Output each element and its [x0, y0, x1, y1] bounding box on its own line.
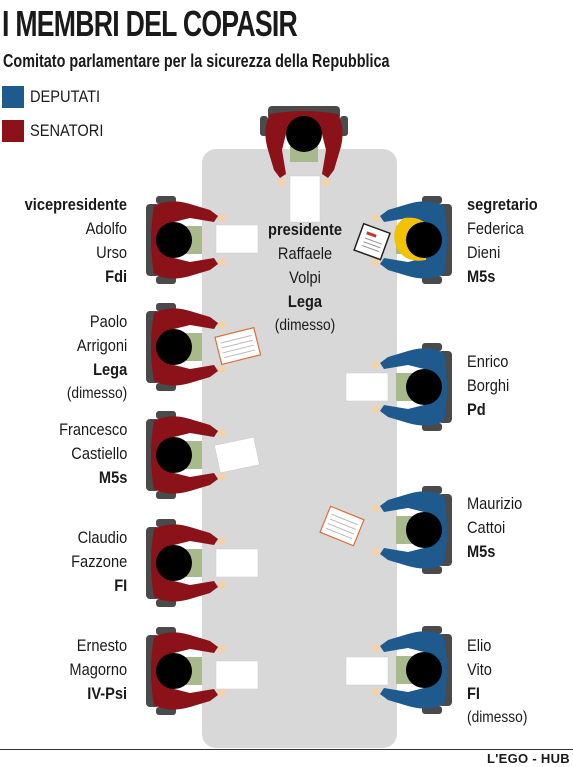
legend-label-deputati: DEPUTATI [30, 87, 101, 106]
role-vicepresidente: vicepresidente [24, 195, 127, 214]
paper-fazzone [215, 548, 259, 578]
last-name-fazzone: Fazzone [70, 552, 127, 571]
paper-magorno [215, 660, 259, 690]
last-name-castiello: Castiello [70, 444, 127, 463]
legend-senatori: SENATORI [2, 119, 115, 143]
note-arrigoni: (dimesso) [66, 385, 127, 402]
party-castiello: M5s [98, 468, 127, 487]
label-borghi: Enrico Borghi Pd [467, 350, 516, 422]
last-name-arrigoni: Arrigoni [76, 336, 127, 355]
first-name-urso: Adolfo [85, 219, 127, 238]
note-volpi: (dimesso) [274, 317, 336, 334]
legend-label-senatori: SENATORI [30, 121, 104, 140]
figure-segretario [372, 196, 452, 284]
notepad-cattoi [319, 505, 365, 547]
figure-castiello [146, 411, 226, 499]
paper-presidente [289, 175, 321, 223]
last-name-volpi: Volpi [289, 268, 321, 287]
last-name-dieni: Dieni [467, 243, 501, 262]
first-name-castiello: Francesco [58, 420, 127, 439]
party-magorno: IV-Psi [87, 684, 127, 703]
label-vito: Elio Vito FI (dimesso) [467, 634, 537, 730]
figure-cattoi [372, 486, 452, 574]
last-name-urso: Urso [96, 243, 127, 262]
figure-magorno [146, 627, 226, 715]
party-volpi: Lega [287, 292, 323, 311]
paper-urso [215, 224, 259, 254]
party-dieni: M5s [467, 267, 496, 286]
figure-presidente [260, 106, 348, 186]
first-name-fazzone: Claudio [77, 528, 127, 547]
first-name-arrigoni: Paolo [89, 312, 127, 331]
last-name-borghi: Borghi [467, 376, 510, 395]
role-presidente: presidente [268, 220, 342, 239]
paper-borghi [345, 372, 389, 402]
notepad-arrigoni [214, 326, 262, 366]
paper-vito [345, 656, 389, 686]
legend-swatch-senatori [2, 120, 24, 142]
paper-castiello [214, 436, 260, 474]
party-borghi: Pd [467, 400, 486, 419]
last-name-magorno: Magorno [69, 660, 127, 679]
first-name-cattoi: Maurizio [467, 494, 523, 513]
page-subtitle: Comitato parlamentare per la sicurezza d… [3, 51, 390, 71]
figure-fazzone [146, 519, 226, 607]
first-name-magorno: Ernesto [76, 636, 127, 655]
credit-label: L'EGO - HUB [487, 751, 570, 766]
note-vito: (dimesso) [467, 709, 528, 726]
footer-divider [0, 749, 573, 750]
first-name-dieni: Federica [467, 219, 524, 238]
party-vito: FI [467, 684, 480, 703]
legend-swatch-deputati [2, 86, 24, 108]
label-arrigoni: Paolo Arrigoni Lega (dimesso) [57, 310, 127, 406]
page-title: I MEMBRI DEL COPASIR [2, 3, 298, 44]
role-segretario: segretario [467, 195, 538, 214]
party-cattoi: M5s [467, 542, 496, 561]
figure-borghi [372, 343, 452, 431]
label-magorno: Ernesto Magorno IV-Psi [60, 634, 127, 706]
label-segretario: segretario Federica Dieni M5s [467, 193, 549, 289]
figure-vito [372, 626, 452, 714]
last-name-cattoi: Cattoi [467, 518, 506, 537]
legend-deputati: DEPUTATI [2, 85, 112, 109]
party-urso: Fdi [105, 267, 127, 286]
label-vicepresidente: vicepresidente Adolfo Urso Fdi [8, 193, 127, 289]
first-name-vito: Elio [467, 636, 492, 655]
figure-arrigoni [146, 303, 226, 391]
figure-vicepresidente [146, 196, 226, 284]
label-fazzone: Claudio Fazzone FI [62, 526, 127, 598]
label-presidente: presidente Raffaele Volpi Lega (dimesso) [250, 218, 360, 338]
last-name-vito: Vito [467, 660, 492, 679]
first-name-volpi: Raffaele [277, 244, 333, 263]
label-cattoi: Maurizio Cattoi M5s [467, 492, 531, 564]
party-arrigoni: Lega [92, 360, 127, 379]
first-name-borghi: Enrico [467, 352, 509, 371]
label-castiello: Francesco Castiello M5s [48, 418, 127, 490]
notepad-dieni [353, 222, 391, 261]
party-fazzone: FI [114, 576, 127, 595]
